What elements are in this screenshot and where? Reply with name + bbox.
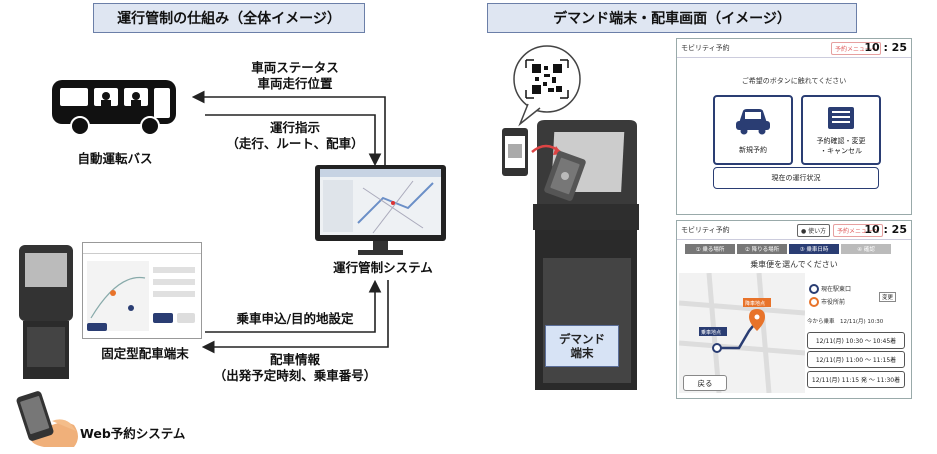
confirm-change-label-2: ・キャンセル <box>820 147 862 155</box>
bottom-arrows <box>201 279 389 354</box>
car-icon <box>736 109 770 135</box>
confirm-change-label-1: 予約確認・変更 <box>816 137 866 145</box>
change-button[interactable]: 変更 <box>879 292 897 302</box>
dispatch-label-1: 配車情報 <box>269 352 320 367</box>
step-1: ① 乗る場所 <box>685 244 735 254</box>
left-title: 運行管制の仕組み（全体イメージ） <box>117 11 341 27</box>
request-label: 乗車申込/目的地設定 <box>236 311 354 326</box>
step-2: ② 降りる場所 <box>737 244 787 254</box>
to-dot-icon <box>809 297 819 307</box>
smartphone-hand-icon <box>16 391 79 447</box>
time-slot-1-label: 12/11(月) 10:30 ～ 10:45着 <box>815 338 897 345</box>
menu-screen-header: モビリティ予約 予約メニューへ 10 : 25 <box>677 39 911 58</box>
operation-status-label: 現在の運行状況 <box>771 174 821 182</box>
time-slot-3-label: 12/11(月) 11:15 発 ～ 11:30着 <box>811 377 901 384</box>
fixed-terminal-label: 固定型配車端末 <box>101 346 189 361</box>
menu-badge-2[interactable]: 予約メニューへ <box>833 224 884 237</box>
kiosk-label-2: 端末 <box>570 346 594 360</box>
back-button[interactable]: 戻る <box>683 375 727 391</box>
confirm-change-button[interactable]: 予約確認・変更 ・キャンセル <box>801 95 881 165</box>
instruction-label-2: （走行、ルート、配車） <box>226 136 364 151</box>
back-label: 戻る <box>697 378 713 388</box>
kiosk-label-1: デマンド <box>559 332 605 346</box>
status-label-2: 車両走行位置 <box>257 76 333 91</box>
right-title: デマンド端末・配車画面（イメージ） <box>553 11 791 27</box>
right-title-banner: デマンド端末・配車画面（イメージ） <box>487 3 857 33</box>
bus-icon <box>52 80 176 136</box>
time-screen-header: モビリティ予約 ● 使い方 予約メニューへ 10 : 25 <box>677 221 911 240</box>
dispatch-label-2: （出発予定時刻、乗車番号） <box>213 368 377 383</box>
fixed-screen-header <box>83 243 201 254</box>
time-slot-2-label: 12/11(月) 11:00 ～ 11:15着 <box>815 357 897 364</box>
new-booking-label: 新規予約 <box>739 146 767 154</box>
time-slot-2[interactable]: 12/11(月) 11:00 ～ 11:15着 <box>807 351 905 368</box>
fixed-terminal-screen <box>82 242 202 339</box>
fixed-kiosk-icon <box>19 245 73 379</box>
top-arrows <box>191 90 386 167</box>
time-slot-3[interactable]: 12/11(月) 11:15 発 ～ 11:30着 <box>807 371 905 388</box>
new-booking-button[interactable]: 新規予約 <box>713 95 793 165</box>
left-title-banner: 運行管制の仕組み（全体イメージ） <box>93 3 365 33</box>
control-system-label: 運行管制システム <box>333 260 433 275</box>
from-stop-label: 現在駅東口 <box>821 286 852 293</box>
time-prompt: 乗車便を選んでください <box>750 260 838 269</box>
booking-menu-screen: モビリティ予約 予約メニューへ 10 : 25 ご希望のボタンに触れてください … <box>676 38 912 215</box>
fixed-screen-map <box>87 261 195 331</box>
web-booking-label: Web予約システム <box>80 426 186 441</box>
map-pin-from-label: 乗車地点 <box>701 330 722 336</box>
instruction-label-1: 運行指示 <box>269 120 320 135</box>
time-screen-time: 10 : 25 <box>864 223 907 236</box>
menu-badge[interactable]: 予約メニューへ <box>831 42 882 55</box>
route-map <box>679 273 805 393</box>
step-4: ④ 確認 <box>841 244 891 254</box>
bus-label: 自動運転バス <box>77 151 153 166</box>
map-pin-to-label: 降車地点 <box>745 301 766 307</box>
how-to-badge[interactable]: ● 使い方 <box>797 224 831 237</box>
monitor-icon <box>315 165 446 255</box>
status-label-1: 車両ステータス <box>251 60 339 75</box>
now-boarding-label: 今から乗車 12/11(月) 10:30 <box>807 319 884 325</box>
from-dot-icon <box>809 284 819 294</box>
menu-time: 10 : 25 <box>864 41 907 54</box>
time-slot-1[interactable]: 12/11(月) 10:30 ～ 10:45着 <box>807 332 905 349</box>
booking-time-screen: モビリティ予約 ● 使い方 予約メニューへ 10 : 25 ① 乗る場所 ② 降… <box>676 220 912 399</box>
qr-bubble <box>513 45 581 127</box>
step-3: ③ 乗車日時 <box>789 244 839 254</box>
menu-prompt: ご希望のボタンに触れてください <box>741 77 847 85</box>
phone-scan-icon <box>502 128 586 201</box>
time-app-title: モビリティ予約 <box>681 226 730 234</box>
operation-status-button[interactable]: 現在の運行状況 <box>713 167 879 189</box>
menu-app-title: モビリティ予約 <box>681 44 730 52</box>
document-icon <box>828 107 854 129</box>
kiosk-label-box: デマンド 端末 <box>545 325 619 367</box>
to-stop-label: 市役所前 <box>821 299 846 306</box>
